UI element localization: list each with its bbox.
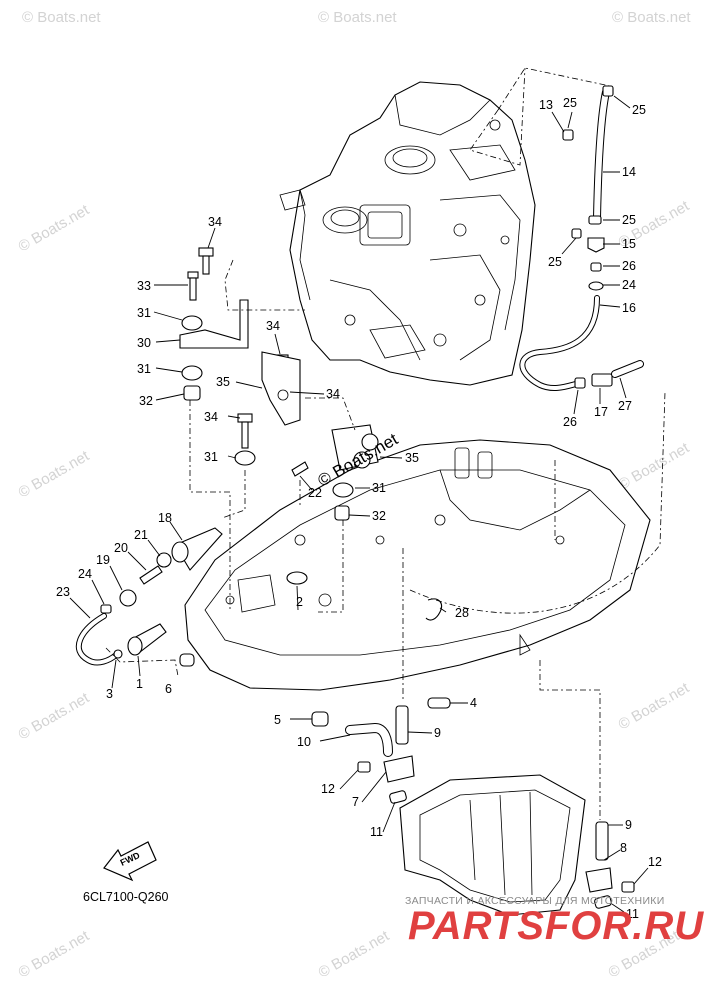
part-label: 12 (321, 782, 335, 796)
part-callouts: 34 33 31 30 31 32 34 35 34 34 31 35 31 3… (56, 96, 662, 921)
reference-lines (105, 67, 666, 820)
part-label: 16 (622, 301, 636, 315)
bottom-cowling (184, 439, 651, 691)
part-label: 34 (208, 215, 222, 229)
part-label: 14 (622, 165, 636, 179)
part-label: 8 (620, 841, 627, 855)
part-label: 30 (137, 336, 151, 350)
watermark: © Boats.net (22, 9, 101, 26)
part-label: 34 (266, 319, 280, 333)
part-label: 11 (626, 907, 639, 921)
diagram-code: 6CL7100-Q260 (83, 890, 169, 904)
part-label: 35 (216, 375, 230, 389)
part-label: 1 (136, 677, 143, 691)
part-label: 31 (372, 481, 386, 495)
part-label: 15 (622, 237, 636, 251)
watermark: © Boats.net (16, 689, 93, 743)
part-label: 35 (405, 451, 419, 465)
part-label: 20 (114, 541, 128, 555)
part-label: 27 (618, 399, 632, 413)
part-label: 11 (370, 825, 383, 839)
part-label: 25 (632, 103, 646, 117)
part-label: 31 (204, 450, 218, 464)
part-label: 9 (625, 818, 632, 832)
watermark: © Boats.net (316, 927, 393, 981)
brand-logo: PARTSFOR.RU (408, 904, 705, 948)
part-label: 5 (274, 713, 281, 727)
watermark: © Boats.net (318, 9, 397, 26)
part-label: 6 (165, 682, 172, 696)
part-label: 13 (539, 98, 553, 112)
part-label: 32 (139, 394, 153, 408)
lower-case (399, 774, 586, 916)
part-label: 12 (648, 855, 662, 869)
part-label: 4 (470, 696, 477, 710)
part-label: 23 (56, 585, 70, 599)
part-label: 31 (137, 306, 151, 320)
small-parts (75, 85, 644, 909)
watermark: © Boats.net (616, 679, 693, 733)
engine-block (279, 81, 536, 386)
part-label: 28 (455, 606, 469, 620)
part-label: 24 (78, 567, 92, 581)
watermark: © Boats.net (16, 927, 93, 981)
part-label: 26 (563, 415, 577, 429)
part-label: 3 (106, 687, 113, 701)
watermark: © Boats.net (16, 447, 93, 501)
part-label: 26 (622, 259, 636, 273)
part-label: 32 (372, 509, 386, 523)
part-label: 24 (622, 278, 636, 292)
part-label: 2 (296, 595, 303, 609)
brand-subtitle: ЗАПЧАСТИ И АКСЕССУАРЫ ДЛЯ МОТОТЕХНИКИ (405, 895, 665, 907)
leader-lines (69, 95, 649, 913)
fwd-arrow-icon: FWD (103, 841, 157, 882)
part-label: 25 (622, 213, 636, 227)
part-label: 25 (563, 96, 577, 110)
part-label: 7 (352, 795, 359, 809)
part-label: 31 (137, 362, 151, 376)
part-label: 10 (297, 735, 311, 749)
watermark: © Boats.net (16, 201, 93, 255)
part-label: 21 (134, 528, 148, 542)
part-label: 18 (158, 511, 172, 525)
part-label: 17 (594, 405, 608, 419)
watermark: © Boats.net (612, 9, 691, 26)
part-label: 9 (434, 726, 441, 740)
part-label: 34 (204, 410, 218, 424)
part-label: 33 (137, 279, 151, 293)
part-label: 22 (308, 486, 322, 500)
watermark: © Boats.net (616, 439, 693, 493)
part-label: 19 (96, 553, 110, 567)
part-label: 34 (326, 387, 340, 401)
part-label: 25 (548, 255, 562, 269)
